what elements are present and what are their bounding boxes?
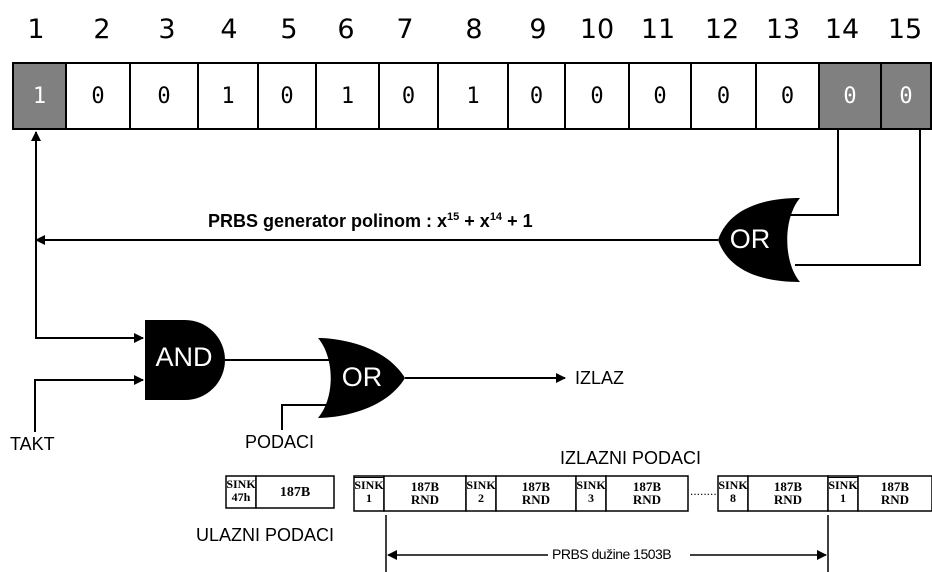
register-cell-2: 0 — [65, 62, 131, 130]
out-sink-bottom-3: 3 — [588, 491, 594, 505]
register-cell-4: 1 — [197, 62, 259, 130]
register-cell-11: 0 — [628, 62, 692, 130]
out-payload-top-3: 187B — [632, 479, 662, 494]
out-payload-bottom-2: RND — [521, 492, 551, 507]
frame-ellipsis: ........ — [690, 484, 717, 498]
index-12: 12 — [704, 14, 740, 45]
register-cell-12: 0 — [690, 62, 757, 130]
out-payload-top-2: 187B — [521, 479, 551, 494]
out-payload-top-1b: 187B — [880, 479, 910, 494]
out-payload-bottom-1b: RND — [880, 492, 910, 507]
out-sink-bottom-8: 8 — [730, 491, 736, 505]
input-sink-bottom: 47h — [231, 490, 251, 504]
takt-label: TAKT — [10, 434, 55, 454]
out-sink-text-8: SINK 8 — [718, 479, 748, 505]
index-10: 10 — [579, 14, 615, 45]
out-sink-bottom-1: 1 — [366, 491, 372, 505]
register-cell-6: 1 — [315, 62, 380, 130]
index-2: 2 — [93, 14, 111, 45]
out-sink-text-1b: SINK 1 — [828, 479, 858, 505]
out-sink-top-1: SINK — [354, 478, 384, 492]
input-sink-text: SINK 47h — [226, 478, 256, 504]
out-sink-top-2: SINK — [466, 478, 496, 492]
out-sink-text-1: SINK 1 — [354, 479, 384, 505]
index-5: 5 — [280, 14, 298, 45]
out-payload-box-3 — [605, 475, 689, 512]
index-3: 3 — [158, 14, 176, 45]
out-payload-box-2 — [495, 475, 577, 512]
input-payload-text: 187B — [279, 485, 311, 500]
ulazni-podaci-label: ULAZNI PODACI — [196, 525, 335, 545]
izlaz-label: IZLAZ — [575, 368, 625, 388]
out-payload-text-1: 187B RND — [384, 480, 466, 506]
feedback-or-label: OR — [729, 224, 771, 254]
index-11: 11 — [640, 14, 676, 45]
index-13: 13 — [765, 14, 801, 45]
out-sink-top-3: SINK — [576, 478, 606, 492]
out-sink-text-3: SINK 3 — [576, 479, 606, 505]
out-sink-text-2: SINK 2 — [466, 479, 496, 505]
index-14: 14 — [824, 14, 860, 45]
input-sink-top: SINK — [226, 477, 256, 491]
polynom-exp2: 14 — [489, 211, 503, 223]
out-payload-top-1: 187B — [410, 479, 440, 494]
izlazni-podaci-label: IZLAZNI PODACI — [560, 448, 702, 468]
tap-14-wire — [790, 130, 839, 216]
out-payload-bottom-3: RND — [632, 492, 662, 507]
out-payload-box-8 — [747, 475, 829, 512]
feedback-or-gate — [718, 198, 800, 282]
out-payload-bottom-8: RND — [773, 492, 803, 507]
index-15: 15 — [887, 14, 923, 45]
index-7: 7 — [396, 14, 414, 45]
polynom-suffix: + 1 — [502, 211, 533, 231]
out-sink-bottom-1b: 1 — [840, 491, 846, 505]
out-sink-box-1 — [353, 475, 385, 512]
out-payload-bottom-1: RND — [410, 492, 440, 507]
out-sink-bottom-2: 2 — [478, 491, 484, 505]
polynom-prefix: PRBS generator polinom : x — [208, 211, 448, 231]
out-payload-box-1b — [857, 475, 932, 512]
out-payload-text-8: 187B RND — [748, 480, 828, 506]
takt-wire — [34, 375, 144, 432]
input-payload-box — [255, 475, 335, 509]
and-gate — [145, 320, 225, 400]
index-9: 9 — [529, 14, 547, 45]
out-payload-text-1b: 187B RND — [858, 480, 932, 506]
out-sink-box-3 — [575, 475, 607, 512]
index-1: 1 — [27, 14, 45, 45]
output-or-label: OR — [341, 362, 383, 392]
out-payload-text-2: 187B RND — [496, 480, 576, 506]
prbs-length-label: PRBS dužine 1503B — [552, 546, 672, 562]
index-6: 6 — [337, 14, 355, 45]
out-sink-top-8: SINK — [718, 478, 748, 492]
register-cell-14: 0 — [818, 62, 882, 130]
out-payload-top-8: 187B — [773, 479, 803, 494]
out-payload-box-1 — [383, 475, 467, 512]
polynom-exp1: 15 — [447, 211, 460, 223]
out-sink-box-2 — [465, 475, 497, 512]
out-payload-text-3: 187B RND — [606, 480, 688, 506]
out-sink-box-8 — [717, 475, 749, 512]
podaci-label: PODACI — [245, 432, 315, 452]
register-cell-3: 0 — [129, 62, 199, 130]
register-cell-8: 1 — [437, 62, 509, 130]
out-sink-top-1b: SINK — [828, 478, 858, 492]
and-gate-label: AND — [155, 342, 213, 372]
output-or-gate — [318, 338, 405, 418]
podaci-wire — [281, 404, 335, 430]
tap-15-wire — [795, 130, 921, 266]
register-cell-9: 0 — [507, 62, 566, 130]
register-cell-15: 0 — [880, 62, 932, 130]
index-4: 4 — [220, 14, 238, 45]
index-8: 8 — [465, 14, 483, 45]
prbs-polynom: PRBS generator polinom : x15 + x14 + 1 — [208, 211, 533, 232]
polynom-mid: + x — [459, 211, 490, 231]
output-frames — [353, 475, 932, 512]
